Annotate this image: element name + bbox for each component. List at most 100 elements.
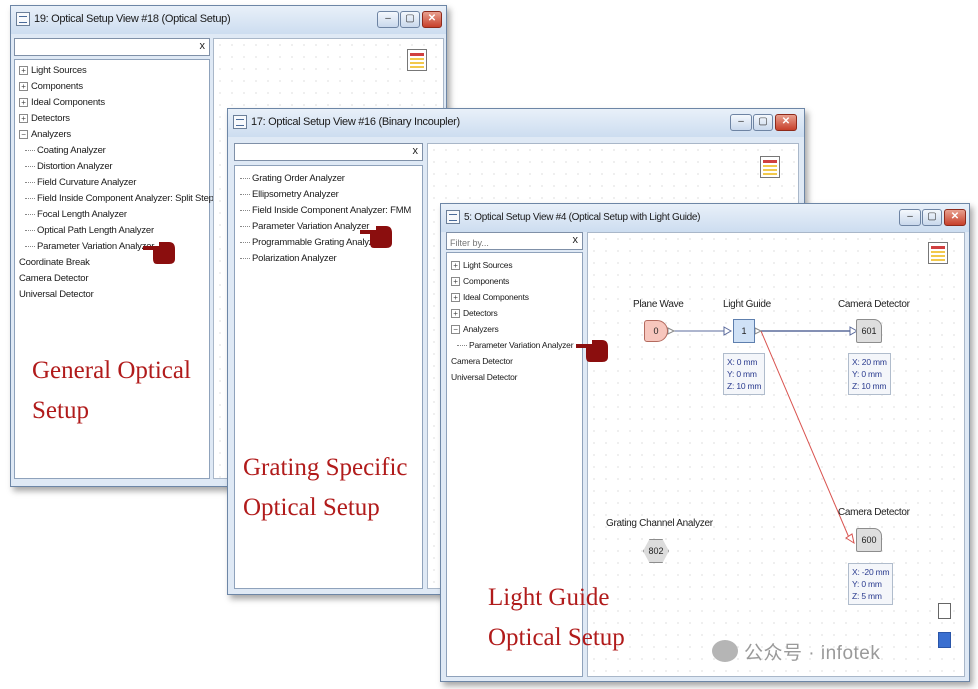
tree-item-parameter-variation-analyzer[interactable]: Parameter Variation Analyzer: [451, 337, 574, 353]
tree-item-coating-analyzer[interactable]: Coating Analyzer: [19, 143, 214, 159]
arrow-head: [845, 533, 855, 545]
tree-item-camera-detector[interactable]: Camera Detector: [19, 273, 89, 284]
filter-input-box[interactable]: x: [234, 143, 423, 162]
minimize-button[interactable]: ‒: [730, 114, 752, 131]
pointing-hand-icon: [143, 242, 175, 264]
tree-item-universal-detector[interactable]: Universal Detector: [19, 289, 94, 300]
close-button[interactable]: ✕: [422, 11, 442, 28]
tree-item-parameter-variation-analyzer[interactable]: Parameter Variation Analyzer: [240, 219, 411, 235]
tree-item-coordinate-break[interactable]: Coordinate Break: [19, 257, 90, 268]
collapse-icon[interactable]: −: [19, 129, 28, 139]
minimize-button[interactable]: ‒: [899, 209, 921, 226]
tree-item-focal-length-analyzer[interactable]: Focal Length Analyzer: [19, 207, 214, 223]
camera-601-id: 601: [861, 326, 877, 336]
tree-item-components[interactable]: +Components: [19, 79, 214, 95]
expand-icon[interactable]: +: [19, 65, 28, 75]
setup-view-icon: [233, 115, 247, 129]
maximize-button[interactable]: ▢: [922, 209, 942, 226]
tree-item-detectors[interactable]: +Detectors: [19, 111, 214, 127]
tree-item-components[interactable]: +Components: [451, 273, 573, 289]
tree-item-detectors[interactable]: +Detectors: [451, 305, 573, 321]
search-input[interactable]: [15, 41, 209, 57]
component-tree: +Light Sources +Components +Ideal Compon…: [451, 257, 574, 385]
tree-item-field-curvature-analyzer[interactable]: Field Curvature Analyzer: [19, 175, 214, 191]
tree-item-ideal-components[interactable]: +Ideal Components: [19, 95, 214, 111]
light-guide-label: Light Guide: [723, 299, 771, 310]
filter-input-box[interactable]: x: [446, 232, 583, 251]
clear-filter-button[interactable]: x: [199, 40, 206, 52]
camera-detector-601-label: Camera Detector: [838, 299, 910, 310]
component-tree-pane: [446, 252, 583, 677]
light-guide-node[interactable]: 1: [733, 319, 755, 343]
watermark-text: 公众号 · infotek: [744, 643, 881, 664]
tree-item-polarization-analyzer[interactable]: Polarization Analyzer: [240, 251, 411, 267]
arrow-head: [849, 326, 859, 336]
close-button[interactable]: ✕: [944, 209, 966, 226]
component-tree: +Light Sources +Components +Ideal Compon…: [19, 63, 214, 303]
table-view-icon[interactable]: [407, 49, 427, 71]
maximize-button[interactable]: ▢: [400, 11, 420, 28]
link-lightguide-camera600: [760, 330, 851, 541]
tree-item-parameter-variation-analyzer[interactable]: Parameter Variation Analyzer: [19, 239, 214, 255]
info-icon[interactable]: [938, 632, 951, 648]
tree-item-grating-order-analyzer[interactable]: Grating Order Analyzer: [240, 171, 411, 187]
pointing-hand-icon: [576, 340, 608, 362]
maximize-button[interactable]: ▢: [753, 114, 773, 131]
tree-item-ellipsometry-analyzer[interactable]: Ellipsometry Analyzer: [240, 187, 411, 203]
filter-input-box[interactable]: x: [14, 38, 210, 57]
wechat-icon: [712, 640, 738, 662]
tree-item-optical-path-length-analyzer[interactable]: Optical Path Length Analyzer: [19, 223, 214, 239]
table-view-icon[interactable]: [760, 156, 780, 178]
window-title: 5: Optical Setup View #4 (Optical Setup …: [464, 212, 701, 223]
search-input[interactable]: [235, 146, 422, 162]
expand-icon[interactable]: +: [451, 261, 460, 271]
setup-canvas[interactable]: Plane Wave 0 Light Guide 1 X: 0 mm Y: 0 …: [587, 232, 965, 677]
component-tree-pane: [14, 59, 210, 479]
tree-item-programmable-grating-analyzer[interactable]: Programmable Grating Analyzer: [240, 235, 411, 251]
tree-item-camera-detector[interactable]: Camera Detector: [451, 356, 513, 366]
camera-detector-600-node[interactable]: 600: [856, 528, 882, 552]
tree-item-light-sources[interactable]: +Light Sources: [451, 257, 573, 273]
window-title: 17: Optical Setup View #16 (Binary Incou…: [251, 116, 460, 128]
tree-item-light-sources[interactable]: +Light Sources: [19, 63, 214, 79]
title-bar[interactable]: 5: Optical Setup View #4 (Optical Setup …: [441, 204, 969, 232]
camera-601-position: X: 20 mm Y: 0 mm Z: 10 mm: [848, 353, 891, 395]
expand-icon[interactable]: +: [451, 293, 460, 303]
tree-item-field-inside-component-analyzer[interactable]: Field Inside Component Analyzer: Split S…: [19, 191, 214, 207]
optical-setup-window-4: 5: Optical Setup View #4 (Optical Setup …: [440, 203, 970, 682]
expand-icon[interactable]: +: [19, 81, 28, 91]
connection-lines: [667, 326, 859, 545]
tree-item-distortion-analyzer[interactable]: Distortion Analyzer: [19, 159, 214, 175]
title-bar[interactable]: 19: Optical Setup View #18 (Optical Setu…: [11, 6, 446, 34]
camera-600-id: 600: [861, 535, 877, 545]
setup-view-icon: [446, 210, 460, 224]
tree-item-field-inside-component-analyzer-fmm[interactable]: Field Inside Component Analyzer: FMM: [240, 203, 411, 219]
tree-item-analyzers[interactable]: −Analyzers: [451, 321, 573, 337]
table-view-icon[interactable]: [928, 242, 948, 264]
plane-wave-node[interactable]: 0: [644, 320, 668, 342]
annotation-grating-specific-setup: Grating Specific Optical Setup: [243, 454, 408, 521]
search-input[interactable]: [447, 235, 582, 251]
clear-filter-button[interactable]: x: [572, 234, 579, 246]
light-guide-id: 1: [741, 326, 747, 336]
document-icon[interactable]: [938, 603, 951, 619]
plane-wave-id: 0: [653, 326, 659, 336]
plane-wave-label: Plane Wave: [633, 299, 684, 310]
expand-icon[interactable]: +: [451, 309, 460, 319]
arrow-head: [723, 326, 733, 336]
tree-item-ideal-components[interactable]: +Ideal Components: [451, 289, 573, 305]
window-title: 19: Optical Setup View #18 (Optical Setu…: [34, 13, 231, 25]
minimize-button[interactable]: ‒: [377, 11, 399, 28]
expand-icon[interactable]: +: [19, 97, 28, 107]
tree-item-analyzers[interactable]: −Analyzers: [19, 127, 214, 143]
expand-icon[interactable]: +: [19, 113, 28, 123]
close-button[interactable]: ✕: [775, 114, 797, 131]
title-bar[interactable]: 17: Optical Setup View #16 (Binary Incou…: [228, 109, 804, 137]
collapse-icon[interactable]: −: [451, 325, 460, 335]
clear-filter-button[interactable]: x: [412, 145, 419, 157]
tree-item-universal-detector[interactable]: Universal Detector: [451, 372, 518, 382]
camera-600-position: X: -20 mm Y: 0 mm Z: 5 mm: [848, 563, 894, 605]
camera-detector-601-node[interactable]: 601: [856, 319, 882, 343]
expand-icon[interactable]: +: [451, 277, 460, 287]
grating-analyzer-id: 802: [648, 546, 664, 556]
